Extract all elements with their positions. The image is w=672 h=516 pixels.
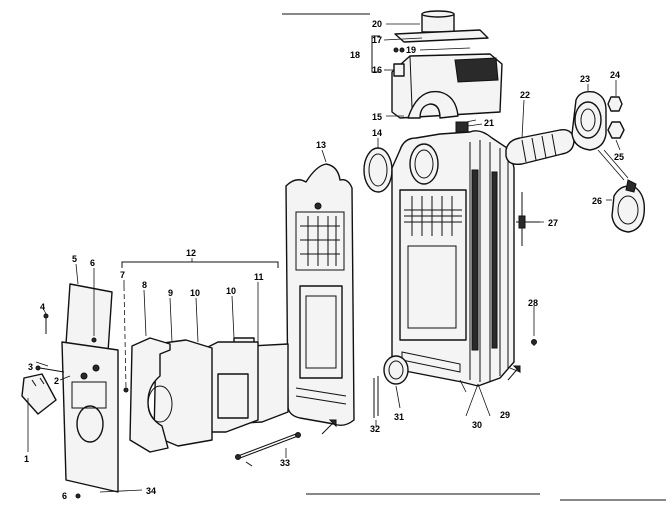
callout-24: 24	[610, 70, 620, 80]
callout-26: 26	[592, 196, 602, 206]
bracket-12	[121, 258, 279, 268]
callout-5: 5	[72, 254, 77, 264]
callout-12: 12	[186, 248, 196, 258]
part-34-front-plate	[61, 341, 119, 493]
callout-3: 3	[28, 362, 33, 372]
callout-10b: 10	[226, 286, 236, 296]
direction-arrows	[245, 365, 521, 467]
part-24-nut	[607, 96, 623, 112]
callout-labels: 20 17 18 19 16 15 14 13 21 22 23 24 25 2…	[24, 19, 624, 501]
part-15-draft-hood	[391, 53, 503, 119]
part-14-gasket-ring	[363, 147, 393, 193]
callout-10: 10	[190, 288, 200, 298]
part-31-cleanout-plug	[383, 355, 409, 385]
callout-8: 8	[142, 280, 147, 290]
callout-6b: 6	[62, 491, 67, 501]
callout-19: 19	[406, 45, 416, 55]
callout-34: 34	[146, 486, 156, 496]
callout-31: 31	[394, 412, 404, 422]
part-7-rod	[123, 285, 129, 393]
part-5-access-panel	[65, 283, 113, 353]
part-30-rear-section	[391, 130, 515, 387]
part-27-tie-rod	[516, 192, 540, 246]
callout-28: 28	[528, 298, 538, 308]
callout-16: 16	[372, 65, 382, 75]
part-25-nut	[607, 121, 625, 139]
part-32-rod	[373, 376, 379, 418]
callout-23: 23	[580, 74, 590, 84]
part-13-front-section	[285, 163, 355, 427]
callout-32: 32	[370, 424, 380, 434]
leader-lines	[27, 23, 629, 493]
callout-1: 1	[24, 454, 29, 464]
part-20-flue-collar	[394, 10, 489, 43]
part-21-tapping-plugs	[455, 121, 483, 133]
callout-17: 17	[372, 35, 382, 45]
bracket-18	[371, 35, 380, 73]
part-16-hood-clip	[393, 63, 405, 77]
callout-2: 2	[54, 376, 59, 386]
callout-25: 25	[614, 152, 624, 162]
callout-20: 20	[372, 19, 382, 29]
callout-33: 33	[280, 458, 290, 468]
part-8-combustion-chamber	[129, 337, 173, 453]
part-22-flue-tube	[505, 129, 575, 166]
callout-7: 7	[120, 270, 125, 280]
callout-22: 22	[520, 90, 530, 100]
part-1-burner-door	[21, 373, 57, 415]
part-19-bolts	[393, 47, 405, 53]
callout-13: 13	[316, 140, 326, 150]
callout-30: 30	[472, 420, 482, 430]
part-33-tie-rod	[235, 432, 301, 460]
part-26-blower-cover	[611, 179, 646, 233]
callout-11: 11	[254, 272, 264, 282]
callout-4: 4	[40, 302, 45, 312]
footer-rules	[306, 493, 666, 501]
callout-27: 27	[548, 218, 558, 228]
callout-29: 29	[500, 410, 510, 420]
callout-18: 18	[350, 50, 360, 60]
callout-21: 21	[484, 118, 494, 128]
fastener-screws	[35, 313, 537, 499]
callout-14: 14	[372, 128, 382, 138]
part-23-blower-housing	[571, 90, 607, 151]
callout-6: 6	[90, 258, 95, 268]
callout-9: 9	[168, 288, 173, 298]
callout-15: 15	[372, 112, 382, 122]
